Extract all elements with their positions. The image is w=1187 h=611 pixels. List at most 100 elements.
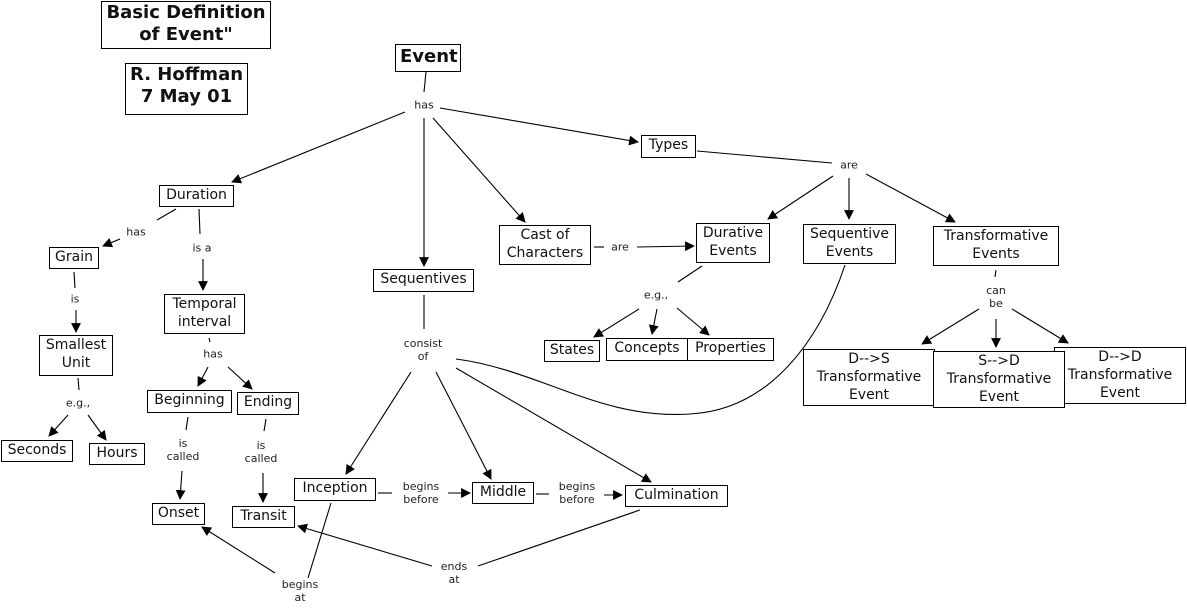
edge-canbe-ds [921, 308, 980, 345]
concept-culmination[interactable]: Culmination [625, 485, 728, 507]
link-consist-l2: of [417, 350, 429, 363]
concept-duration[interactable]: Duration [159, 185, 234, 207]
concept-sequentive-l1: Sequentive [809, 226, 890, 242]
link-beginning-is-called-l2: called [166, 450, 200, 463]
edge-culmination-endsat [477, 509, 641, 567]
link-middle-begins-before: begins before [559, 480, 596, 506]
link-types-are: are [840, 158, 858, 172]
edge-endsat-transit [297, 523, 433, 567]
concept-transformative-events[interactable]: Transformative Events [933, 226, 1059, 266]
concept-grain[interactable]: Grain [49, 247, 99, 269]
edge-types-are [696, 150, 833, 164]
concept-dd-l3: Event [1099, 385, 1141, 401]
concept-event[interactable]: Event [395, 44, 461, 72]
link-beginning-is-called: is called [167, 437, 200, 463]
link-cast-are: are [611, 240, 629, 254]
concept-sequentive-events[interactable]: Sequentive Events [803, 224, 896, 264]
concept-properties[interactable]: Properties [687, 338, 774, 361]
concept-inception[interactable]: Inception [294, 478, 376, 501]
concept-sd-l1: S-->D [978, 353, 1020, 369]
link-begins-at: begins at [282, 578, 319, 604]
link-consist-of: consist of [404, 337, 443, 363]
concept-hours[interactable]: Hours [89, 443, 145, 465]
concept-sd-l2: Transformative [946, 371, 1052, 387]
edge-transformative-canbe [994, 269, 997, 278]
concept-cast-of-characters[interactable]: Cast of Characters [499, 225, 591, 265]
link-ending-is-called-l2: called [244, 452, 278, 465]
edge-duration-isa [198, 208, 201, 235]
link-event-has: has [414, 98, 434, 112]
link-begins-at-l2: at [294, 591, 306, 604]
map-title-line2: of Event" [139, 24, 233, 45]
author-date: 7 May 01 [140, 86, 233, 107]
concept-onset[interactable]: Onset [152, 503, 205, 525]
link-bb1-l2: before [403, 493, 439, 506]
concept-ending[interactable]: Ending [237, 392, 299, 415]
edge-has-types [439, 107, 639, 146]
edge-are-durative [767, 175, 834, 220]
edge-smallest-eg [77, 377, 80, 391]
edge-consist-middle [435, 371, 492, 480]
edge-eg-properties [676, 307, 710, 336]
concept-durative-events[interactable]: Durative Events [696, 223, 770, 263]
concept-sd-transformative-event[interactable]: S-->D Transformative Event [933, 351, 1065, 408]
edge-consist-inception [345, 371, 412, 475]
concept-sequentives[interactable]: Sequentives [373, 269, 474, 292]
edge-has-cast [432, 117, 526, 223]
edge-consist-culmination [455, 367, 652, 483]
link-ends-at-l2: at [448, 573, 460, 586]
concept-middle[interactable]: Middle [472, 482, 534, 504]
concept-temporal-interval[interactable]: Temporal interval [164, 294, 245, 334]
link-interval-has: has [203, 347, 223, 361]
edge-eg-hours [87, 414, 107, 441]
edge-has-beginning [197, 366, 209, 387]
edge-event-has [423, 71, 427, 93]
concept-ds-l2: Transformative [816, 369, 922, 385]
link-unit-eg: e.g., [65, 396, 91, 410]
concept-concepts[interactable]: Concepts [606, 338, 688, 361]
link-ending-is-called: is called [245, 439, 278, 465]
concept-transformative-l1: Transformative [943, 228, 1049, 244]
concept-temporal-l1: Temporal [172, 296, 237, 312]
concept-seconds[interactable]: Seconds [1, 440, 73, 462]
concept-transit[interactable]: Transit [232, 506, 295, 528]
concept-ds-l3: Event [848, 387, 890, 403]
concept-beginning[interactable]: Beginning [147, 390, 232, 413]
concept-cast-l2: Characters [506, 245, 584, 261]
link-duration-is-a: is a [192, 241, 212, 255]
concept-dd-l2: Transformative [1067, 367, 1173, 383]
edge-has-ending [227, 366, 253, 390]
link-bb2-l1: begins [558, 480, 596, 493]
link-bb1-l1: begins [402, 480, 440, 493]
edge-has-duration [231, 111, 406, 184]
link-duration-has: has [126, 225, 146, 239]
link-ending-is-called-l1: is [256, 439, 266, 452]
map-title: Basic Definition of Event" [101, 1, 271, 49]
edge-inception-beginsat [307, 502, 332, 579]
concept-types[interactable]: Types [641, 135, 696, 158]
concept-durative-l1: Durative [702, 225, 764, 241]
concept-ds-l1: D-->S [848, 351, 890, 367]
link-consist-l1: consist [403, 337, 443, 350]
map-title-line1: Basic Definition [106, 2, 266, 23]
concept-dd-transformative-event[interactable]: D-->D Transformative Event [1054, 347, 1186, 404]
concept-states[interactable]: States [544, 340, 600, 362]
link-transformative-can-be: can be [986, 284, 1006, 310]
edge-iscalled-onset [175, 470, 186, 500]
concept-smallest-unit[interactable]: Smallest Unit [39, 335, 113, 376]
concept-sequentive-l2: Events [825, 244, 874, 260]
link-bb2-l2: before [559, 493, 595, 506]
edge-eg-states [593, 308, 640, 338]
concept-dd-l1: D-->D [1098, 349, 1142, 365]
link-durative-eg: e.g., [643, 288, 669, 302]
edge-grain-is [73, 271, 76, 289]
edge-eg-concepts [648, 308, 659, 335]
link-inception-begins-before: begins before [403, 480, 440, 506]
concept-temporal-l2: interval [177, 314, 232, 330]
concept-ds-transformative-event[interactable]: D-->S Transformative Event [803, 349, 935, 406]
edge-are-durative2 [636, 241, 695, 252]
edge-beginning-iscalled [185, 416, 189, 431]
concept-smallest-unit-l1: Smallest [45, 337, 107, 353]
concept-transformative-l2: Events [972, 246, 1020, 262]
